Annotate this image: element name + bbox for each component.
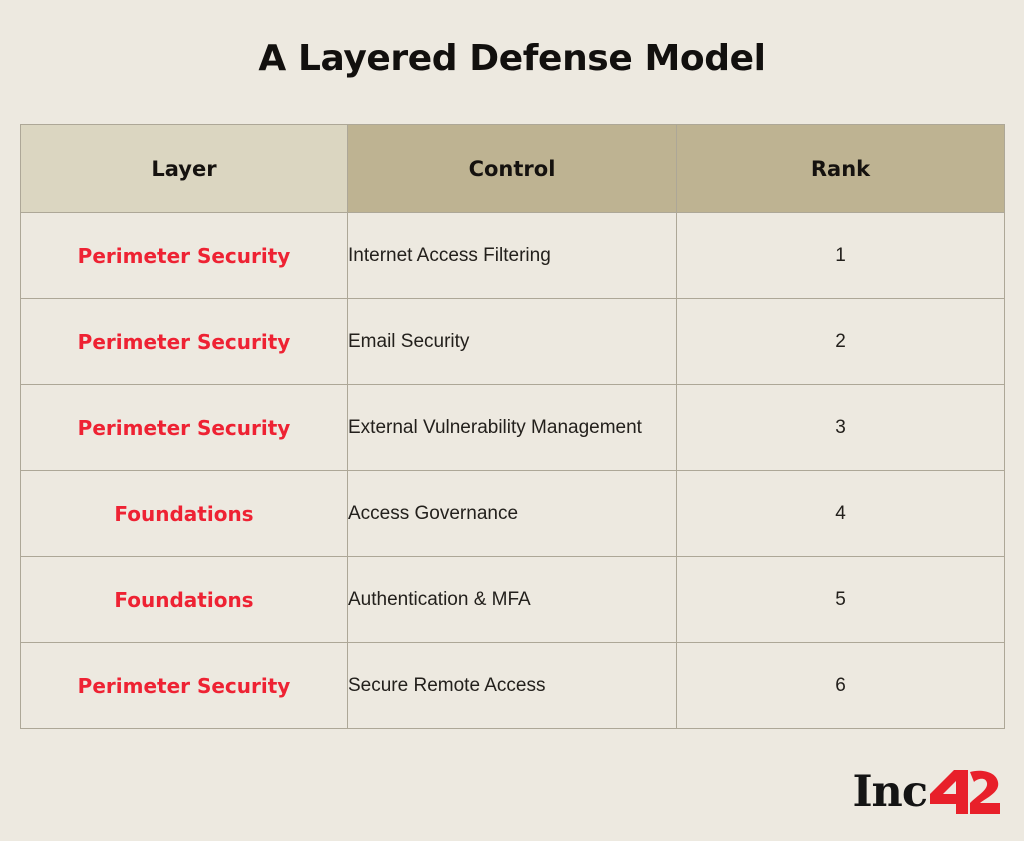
table-row: Perimeter Security Internet Access Filte… (20, 212, 1005, 299)
table-row: Foundations Authentication & MFA 5 (20, 556, 1005, 643)
cell-rank: 1 (676, 212, 1005, 299)
table-row: Perimeter Security External Vulnerabilit… (20, 384, 1005, 471)
column-header-control: Control (347, 124, 677, 213)
cell-rank: 3 (676, 384, 1005, 471)
cell-control: External Vulnerability Management (347, 384, 677, 471)
page-title: A Layered Defense Model (258, 38, 766, 79)
cell-rank: 6 (676, 642, 1005, 729)
cell-control: Access Governance (347, 470, 677, 557)
cell-layer: Perimeter Security (20, 642, 348, 729)
layered-defense-table: Layer Control Rank Perimeter Security In… (20, 124, 1005, 729)
column-header-layer: Layer (20, 124, 348, 213)
cell-layer: Perimeter Security (20, 384, 348, 471)
cell-layer: Perimeter Security (20, 298, 348, 385)
inc42-logo: Inc (852, 769, 1002, 815)
table-header: Layer Control Rank (20, 124, 1005, 213)
logo-42-mark (930, 770, 1002, 814)
column-header-rank: Rank (676, 124, 1005, 213)
table-row: Perimeter Security Email Security 2 (20, 298, 1005, 385)
cell-control: Email Security (347, 298, 677, 385)
cell-rank: 2 (676, 298, 1005, 385)
table-body: Perimeter Security Internet Access Filte… (20, 212, 1005, 729)
cell-control: Internet Access Filtering (347, 212, 677, 299)
logo-42-icon (930, 770, 1000, 814)
logo-wordmark: Inc (852, 766, 928, 817)
cell-rank: 5 (676, 556, 1005, 643)
defense-table-container: Layer Control Rank Perimeter Security In… (20, 124, 1005, 729)
table-row: Perimeter Security Secure Remote Access … (20, 642, 1005, 729)
cell-control: Authentication & MFA (347, 556, 677, 643)
cell-control: Secure Remote Access (347, 642, 677, 729)
table-header-row: Layer Control Rank (20, 124, 1005, 213)
cell-layer: Foundations (20, 470, 348, 557)
cell-layer: Foundations (20, 556, 348, 643)
cell-layer: Perimeter Security (20, 212, 348, 299)
cell-rank: 4 (676, 470, 1005, 557)
table-row: Foundations Access Governance 4 (20, 470, 1005, 557)
